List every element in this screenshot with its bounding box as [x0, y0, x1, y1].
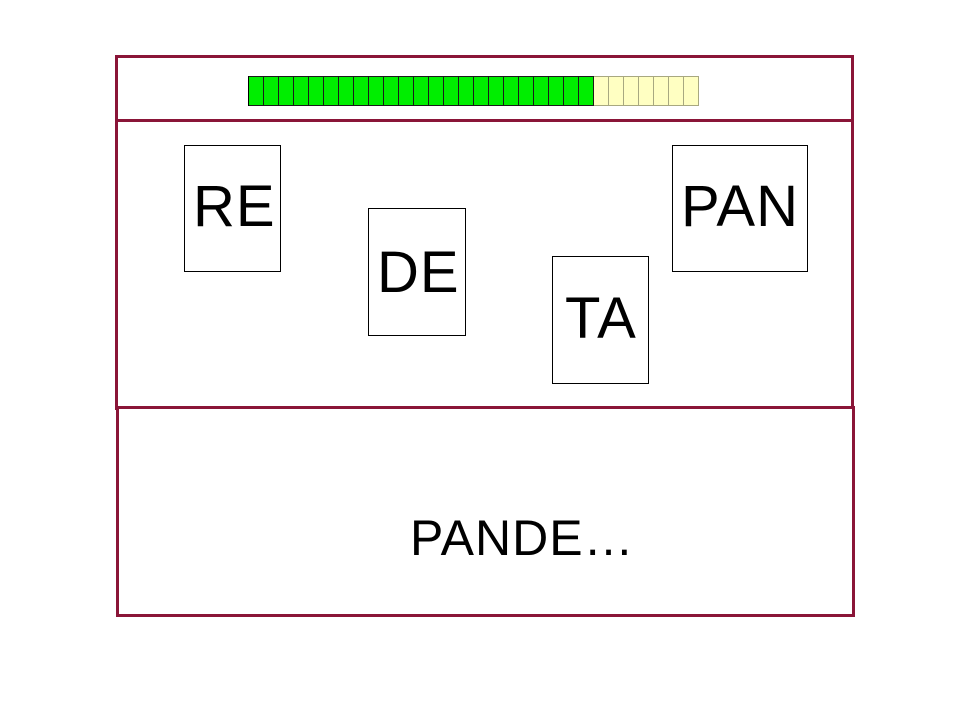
progress-segment-filled: [564, 76, 579, 106]
progress-bar: [248, 76, 699, 106]
progress-segment-empty: [654, 76, 669, 106]
progress-segment-filled: [474, 76, 489, 106]
progress-segment-filled: [264, 76, 279, 106]
progress-segment-filled: [519, 76, 534, 106]
syllable-tile-re[interactable]: [184, 145, 281, 272]
progress-segment-filled: [489, 76, 504, 106]
syllable-tile-ta[interactable]: [552, 256, 649, 384]
progress-segment-filled: [339, 76, 354, 106]
progress-segment-filled: [429, 76, 444, 106]
progress-segment-filled: [369, 76, 384, 106]
progress-segment-filled: [534, 76, 549, 106]
progress-segment-filled: [384, 76, 399, 106]
answer-word-text: PANDE…: [410, 510, 635, 566]
answer-panel: [116, 406, 855, 617]
progress-segment-filled: [459, 76, 474, 106]
syllable-tile-de[interactable]: [368, 208, 466, 336]
progress-segment-empty: [684, 76, 699, 106]
syllable-tile-pan[interactable]: [672, 145, 808, 272]
progress-segment-empty: [669, 76, 684, 106]
progress-segment-filled: [579, 76, 594, 106]
progress-segment-filled: [414, 76, 429, 106]
progress-segment-empty: [624, 76, 639, 106]
progress-segment-filled: [444, 76, 459, 106]
progress-segment-filled: [309, 76, 324, 106]
progress-segment-filled: [294, 76, 309, 106]
progress-segment-filled: [354, 76, 369, 106]
progress-segment-filled: [279, 76, 294, 106]
progress-segment-empty: [594, 76, 609, 106]
progress-segment-filled: [549, 76, 564, 106]
progress-segment-filled: [399, 76, 414, 106]
progress-segment-empty: [609, 76, 624, 106]
progress-segment-filled: [504, 76, 519, 106]
progress-segment-empty: [639, 76, 654, 106]
progress-segment-filled: [324, 76, 339, 106]
progress-segment-filled: [249, 76, 264, 106]
